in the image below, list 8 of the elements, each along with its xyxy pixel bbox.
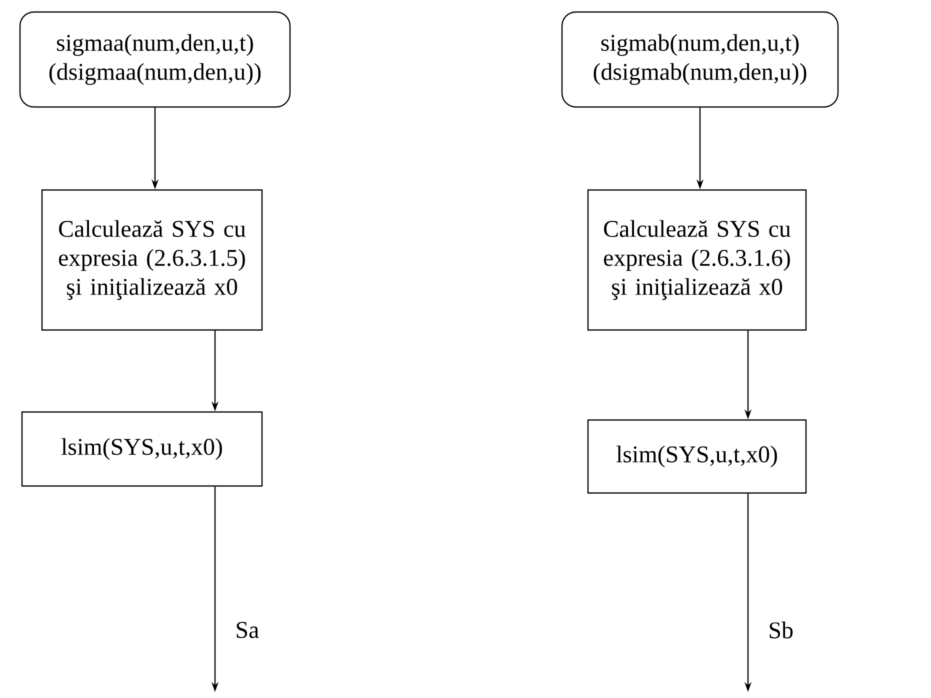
- process-box: lsim(SYS,u,t,x0): [587, 419, 807, 494]
- edge-label: Sb: [770, 622, 793, 638]
- process-box: Calculează SYS cu expresia (2.6.3.1.6) şi iniţializează x0: [587, 189, 807, 331]
- edge-label: Sa: [236, 622, 259, 638]
- start-box: sigmab(num,den,u,t) (dsigmab(num,den,u)): [561, 11, 839, 108]
- process-box: Calculează SYS cu expresia (2.6.3.1.5) şi iniţializează x0: [41, 189, 263, 331]
- process-box: lsim(SYS,u,t,x0): [21, 411, 263, 487]
- start-box: sigmaa(num,den,u,t) (dsigmaa(num,den,u)): [19, 11, 291, 108]
